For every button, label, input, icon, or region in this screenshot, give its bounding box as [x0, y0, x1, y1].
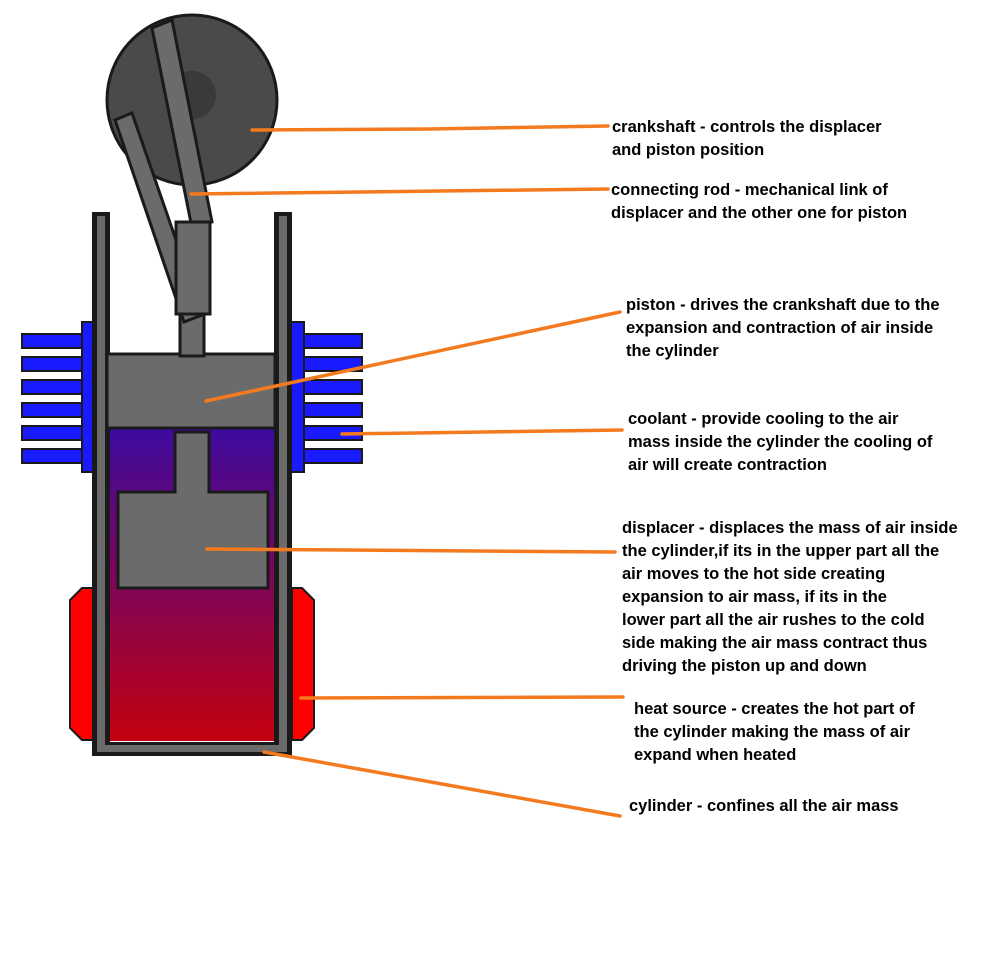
leader-heat-source: [299, 695, 625, 700]
coolant-fins: [21, 321, 363, 473]
leader-piston: [204, 310, 622, 403]
connecting-rods: [113, 17, 214, 324]
leader-coolant: [340, 428, 624, 436]
leader-displacer: [205, 547, 617, 554]
leader-cylinder: [262, 750, 622, 818]
label-piston: piston - drives the crankshaft due to th…: [626, 296, 944, 360]
label-crankshaft: crankshaft - controls the displacer and …: [612, 118, 886, 159]
piston: [105, 310, 277, 430]
piston-guide: [174, 220, 212, 316]
label-heat-source: heat source - creates the hot part of th…: [634, 700, 919, 764]
heater-pad-right: [291, 587, 315, 741]
leader-connecting-rod: [189, 187, 610, 196]
leader-crankshaft: [250, 124, 610, 132]
label-coolant: coolant - provide cooling to the air mas…: [628, 410, 937, 474]
label-displacer: displacer - displaces the mass of air in…: [622, 519, 962, 675]
leader-lines: [189, 124, 625, 818]
cylinder-inner: [97, 216, 287, 752]
connecting-rod-piston: [150, 17, 214, 230]
label-cylinder: cylinder - confines all the air mass: [629, 797, 899, 815]
label-connecting-rod: connecting rod - mechanical link of disp…: [611, 181, 907, 222]
coolant-jacket-right: [289, 321, 305, 473]
